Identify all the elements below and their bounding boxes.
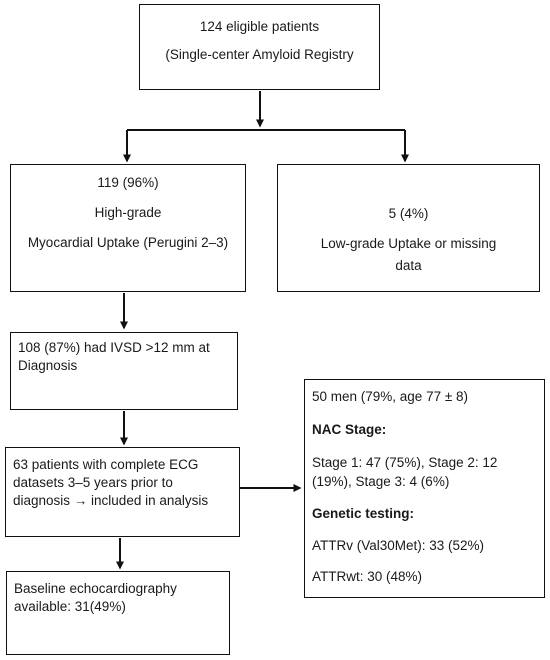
genetic-testing-heading: Genetic testing: bbox=[312, 505, 415, 521]
high-grade-detail: Myocardial Uptake (Perugini 2–3) bbox=[27, 235, 229, 251]
eligible-source: (Single-center Amyloid Registry bbox=[165, 47, 354, 63]
box-high-grade-uptake: 119 (96%) High-grade Myocardial Uptake (… bbox=[10, 164, 246, 292]
box-eligible-patients: 124 eligible patients (Single-center Amy… bbox=[139, 4, 380, 90]
attrwt-result: ATTRwt: 30 (48%) bbox=[312, 569, 423, 585]
attrv-result: ATTRv (Val30Met): 33 (52%) bbox=[312, 538, 485, 554]
high-grade-count: 119 (96%) bbox=[97, 175, 159, 190]
box-patient-characteristics: 50 men (79%, age 77 ± 8) NAC Stage: Stag… bbox=[304, 379, 545, 598]
low-grade-label: Low-grade Uptake or missing bbox=[320, 236, 497, 252]
nac-stage-line-2: (19%), Stage 3: 4 (6%) bbox=[312, 473, 450, 489]
echo-line-1: Baseline echocardiography bbox=[14, 581, 177, 596]
ecg-line-1: 63 patients with complete ECG bbox=[13, 457, 199, 472]
nac-stage-heading: NAC Stage: bbox=[312, 422, 387, 438]
low-grade-label-cont: data bbox=[395, 258, 422, 274]
men-summary: 50 men (79%, age 77 ± 8) bbox=[312, 389, 469, 404]
ecg-line-3: diagnosis → included in analysis bbox=[13, 493, 209, 509]
eligible-count: 124 eligible patients bbox=[199, 19, 320, 34]
box-echocardiography: Baseline echocardiography available: 31(… bbox=[6, 571, 230, 655]
box-ivsd: 108 (87%) had IVSD >12 mm at Diagnosis bbox=[10, 332, 238, 410]
nac-stage-line-1: Stage 1: 47 (75%), Stage 2: 12 bbox=[312, 455, 498, 471]
box-ecg-datasets: 63 patients with complete ECG datasets 3… bbox=[5, 447, 240, 537]
echo-line-2: available: 31(49%) bbox=[14, 599, 126, 615]
ivsd-line-1: 108 (87%) had IVSD >12 mm at bbox=[18, 340, 210, 355]
high-grade-label: High-grade bbox=[94, 205, 162, 221]
low-grade-count: 5 (4%) bbox=[388, 206, 429, 221]
ecg-line-2: datasets 3–5 years prior to bbox=[13, 475, 173, 491]
box-low-grade-uptake: 5 (4%) Low-grade Uptake or missing data bbox=[277, 164, 540, 292]
ivsd-line-2: Diagnosis bbox=[18, 358, 78, 374]
